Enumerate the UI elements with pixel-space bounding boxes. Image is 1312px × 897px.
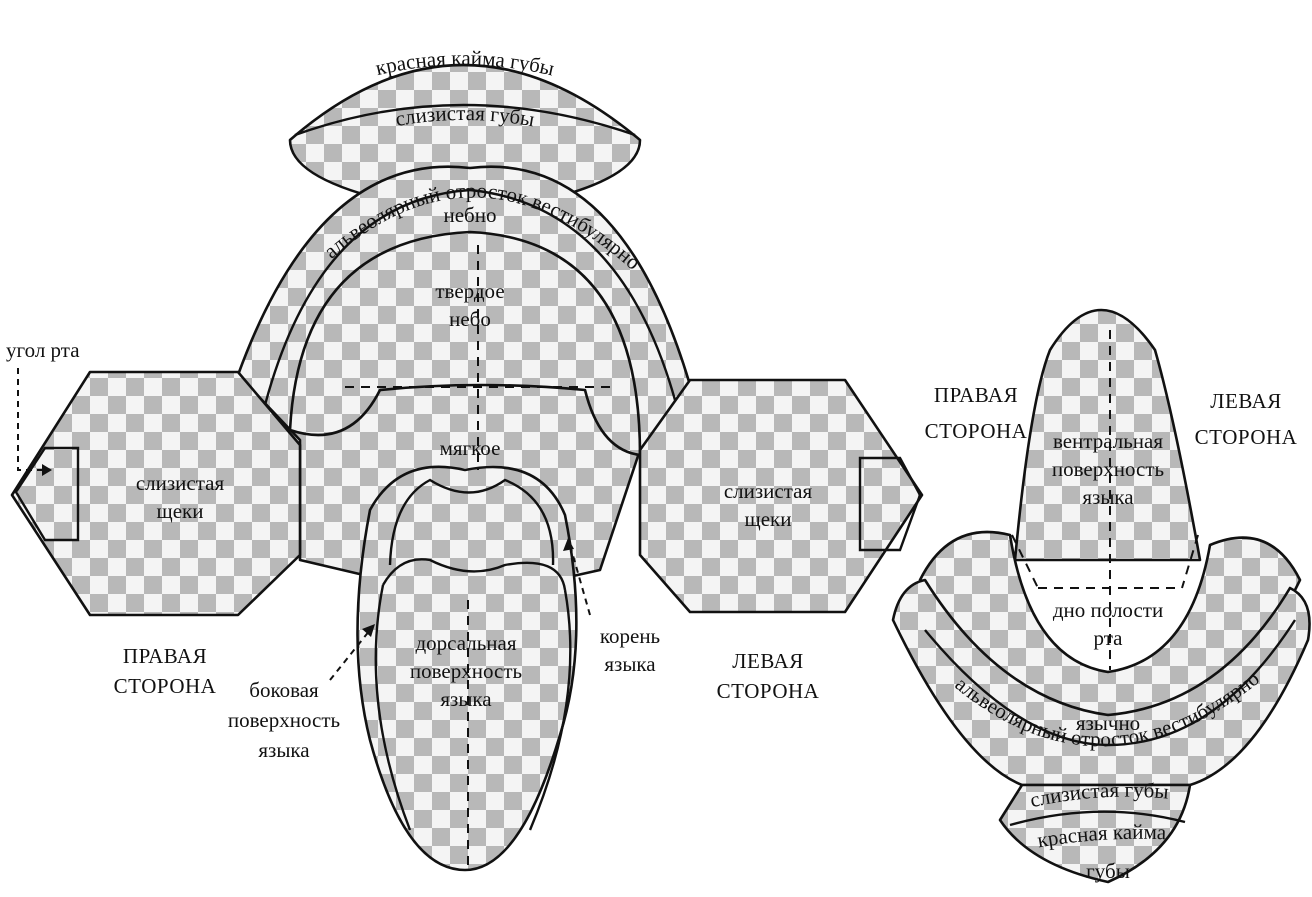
left-side-label-1: ЛЕВАЯ xyxy=(732,649,803,673)
tongue-lateral-label-2: поверхность xyxy=(228,708,340,732)
ventral-label-2: поверхность xyxy=(1052,457,1164,481)
tongue-lateral-label-1: боковая xyxy=(249,678,319,702)
lower-jaw-figure: ПРАВАЯ СТОРОНА ЛЕВАЯ СТОРОНА вентральная… xyxy=(893,310,1310,883)
soft-palate-label: мягкое xyxy=(440,436,501,460)
tongue-lateral-label-3: языка xyxy=(258,738,310,762)
cheek-left-label-1: слизистая xyxy=(724,479,813,503)
floor-label-2: рта xyxy=(1094,626,1124,650)
lower-right-side-label-1: ПРАВАЯ xyxy=(934,383,1018,407)
palate-label: небно xyxy=(444,203,497,227)
upper-jaw-figure: красная кайма губы слизистая губы альвео… xyxy=(6,46,922,870)
right-side-label-2: СТОРОНА xyxy=(114,674,217,698)
cheek-right-label-2: щеки xyxy=(157,499,204,523)
cheek-right-label-1: слизистая xyxy=(136,471,225,495)
ventral-label-1: вентральная xyxy=(1053,429,1163,453)
tongue-root-label-2: языка xyxy=(604,652,656,676)
hard-palate-label-1: твердое xyxy=(435,279,504,303)
lower-lip-red-label-2: губы xyxy=(1086,859,1130,883)
lower-right-side-label-2: СТОРОНА xyxy=(925,419,1028,443)
ventral-label-3: языка xyxy=(1082,485,1134,509)
tongue-dorsal-label-3: языка xyxy=(440,687,492,711)
mouth-corner-label: угол рта xyxy=(6,338,80,362)
lower-left-side-label-2: СТОРОНА xyxy=(1195,425,1298,449)
cheek-left-label-2: щеки xyxy=(745,507,792,531)
lower-left-side-label-1: ЛЕВАЯ xyxy=(1210,389,1281,413)
hard-palate-label-2: небо xyxy=(449,307,491,331)
tongue-root-label-1: корень xyxy=(600,624,660,648)
tongue-dorsal-label-2: поверхность xyxy=(410,659,522,683)
left-side-label-2: СТОРОНА xyxy=(717,679,820,703)
floor-label-1: дно полости xyxy=(1053,598,1163,622)
right-side-label-1: ПРАВАЯ xyxy=(123,644,207,668)
tongue-dorsal-label-1: дорсальная xyxy=(415,631,516,655)
